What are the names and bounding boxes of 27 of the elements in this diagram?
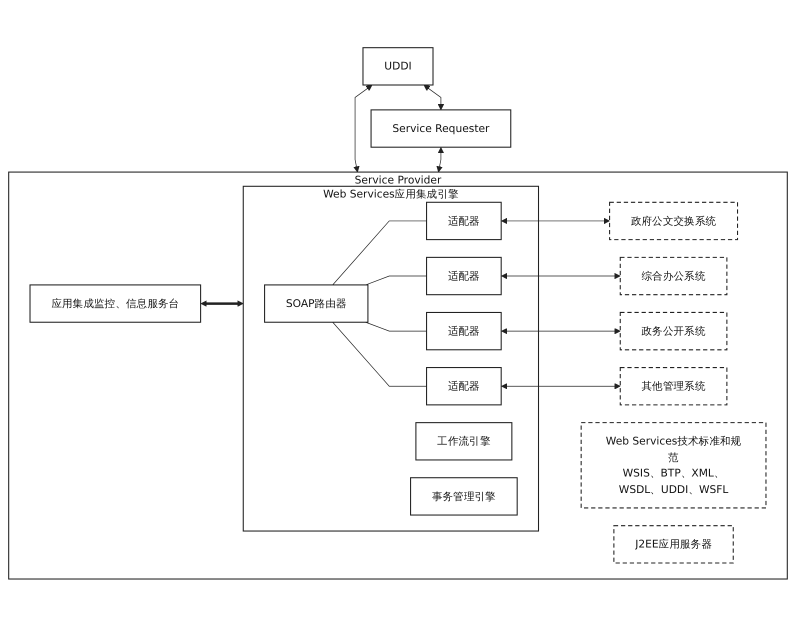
node-box: UDDI bbox=[362, 47, 434, 86]
arrow bbox=[501, 273, 621, 280]
node-box: 适配器 bbox=[426, 312, 502, 350]
node-box: 适配器 bbox=[426, 367, 502, 406]
node-box: Web Services技术标准和规范 WSIS、BTP、XML、WSDL、UDDI、WSFL bbox=[580, 422, 766, 509]
node-box: SOAP路由器 bbox=[264, 284, 368, 323]
node-box: 适配器 bbox=[426, 256, 502, 296]
arrow bbox=[424, 85, 444, 110]
node-box: 综合办公系统 bbox=[620, 256, 728, 296]
arrow bbox=[501, 218, 610, 224]
node-box: 适配器 bbox=[426, 202, 502, 240]
connector bbox=[365, 322, 427, 332]
node-box: 事务管理引擎 bbox=[410, 477, 518, 516]
arrow bbox=[436, 147, 444, 172]
node-box: 其他管理系统 bbox=[620, 367, 728, 406]
arrow bbox=[353, 85, 372, 172]
arrow bbox=[501, 383, 621, 390]
connector bbox=[332, 220, 427, 286]
node-box: 应用集成监控、信息服务台 bbox=[29, 284, 202, 323]
connector bbox=[332, 322, 427, 387]
arrow bbox=[200, 300, 244, 307]
node-box: 政务公开系统 bbox=[620, 312, 728, 350]
connector bbox=[365, 276, 427, 286]
node-box: Service Requester bbox=[370, 110, 512, 148]
arrow bbox=[501, 328, 621, 334]
node-box: 政府公文交换系统 bbox=[609, 202, 738, 240]
node-box: 工作流引擎 bbox=[415, 422, 512, 461]
